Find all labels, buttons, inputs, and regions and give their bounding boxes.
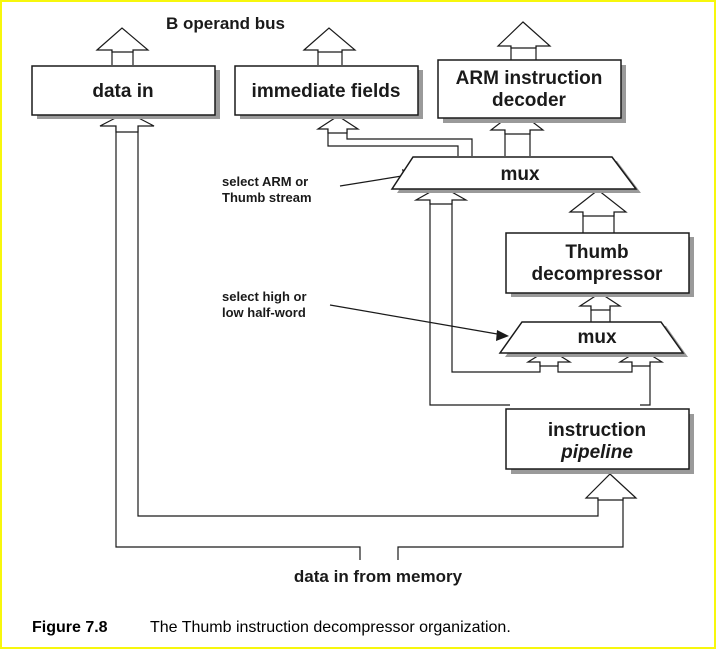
arm-decoder-label-2: decoder [492, 90, 567, 111]
data-in-label: data in [92, 81, 153, 102]
thumb-decompressor-box [505, 232, 690, 294]
arrow-into-mux-top-right [568, 189, 628, 217]
select-arm-label-2: Thumb stream [222, 190, 312, 205]
pointer-select-high [329, 304, 504, 336]
memory-bus-outer [115, 114, 361, 560]
memory-label: data in from memory [294, 567, 463, 586]
data-in-box [31, 65, 216, 116]
pipeline-label-2: pipeline [560, 442, 633, 463]
mux-top-shape [390, 156, 638, 190]
thumb-label-1: Thumb [565, 242, 628, 263]
mux-bottom-label: mux [577, 327, 617, 348]
figure-number: Figure 7.8 [32, 619, 108, 636]
arrow-data-in-up [95, 27, 150, 53]
memory-bus-inner [137, 114, 599, 517]
mux-bottom-shape [498, 321, 685, 354]
arrow-immediate-up [302, 27, 357, 53]
mux-top-to-immediate [327, 128, 473, 156]
immediate-fields-label: immediate fields [252, 81, 401, 102]
thumb-label-2: decompressor [532, 264, 664, 285]
arm-decoder-label-1: ARM instruction [456, 68, 603, 89]
instruction-pipeline-box [505, 408, 690, 470]
pipeline-label-1: instruction [548, 420, 646, 441]
pipeline-to-mux-top-inner [451, 198, 510, 373]
immediate-fields-box [234, 65, 419, 116]
arrow-into-pipeline [584, 473, 638, 501]
select-high-label-2: low half-word [222, 305, 306, 320]
pipeline-to-mux-top-outer [429, 198, 510, 406]
select-arm-label-1: select ARM or [222, 174, 308, 189]
figure-caption: The Thumb instruction decompressor organ… [150, 619, 511, 636]
arrow-decoder-up [496, 21, 552, 49]
pointer-arrowhead-high [496, 330, 509, 341]
arm-decoder-box [437, 59, 622, 119]
select-high-label-1: select high or [222, 289, 307, 304]
mux-top-label: mux [500, 164, 540, 185]
pointer-select-arm [339, 174, 409, 187]
memory-bus-outer-right [397, 498, 624, 560]
pipeline-to-mux-bottom [510, 360, 651, 406]
bus-label: B operand bus [166, 14, 285, 33]
